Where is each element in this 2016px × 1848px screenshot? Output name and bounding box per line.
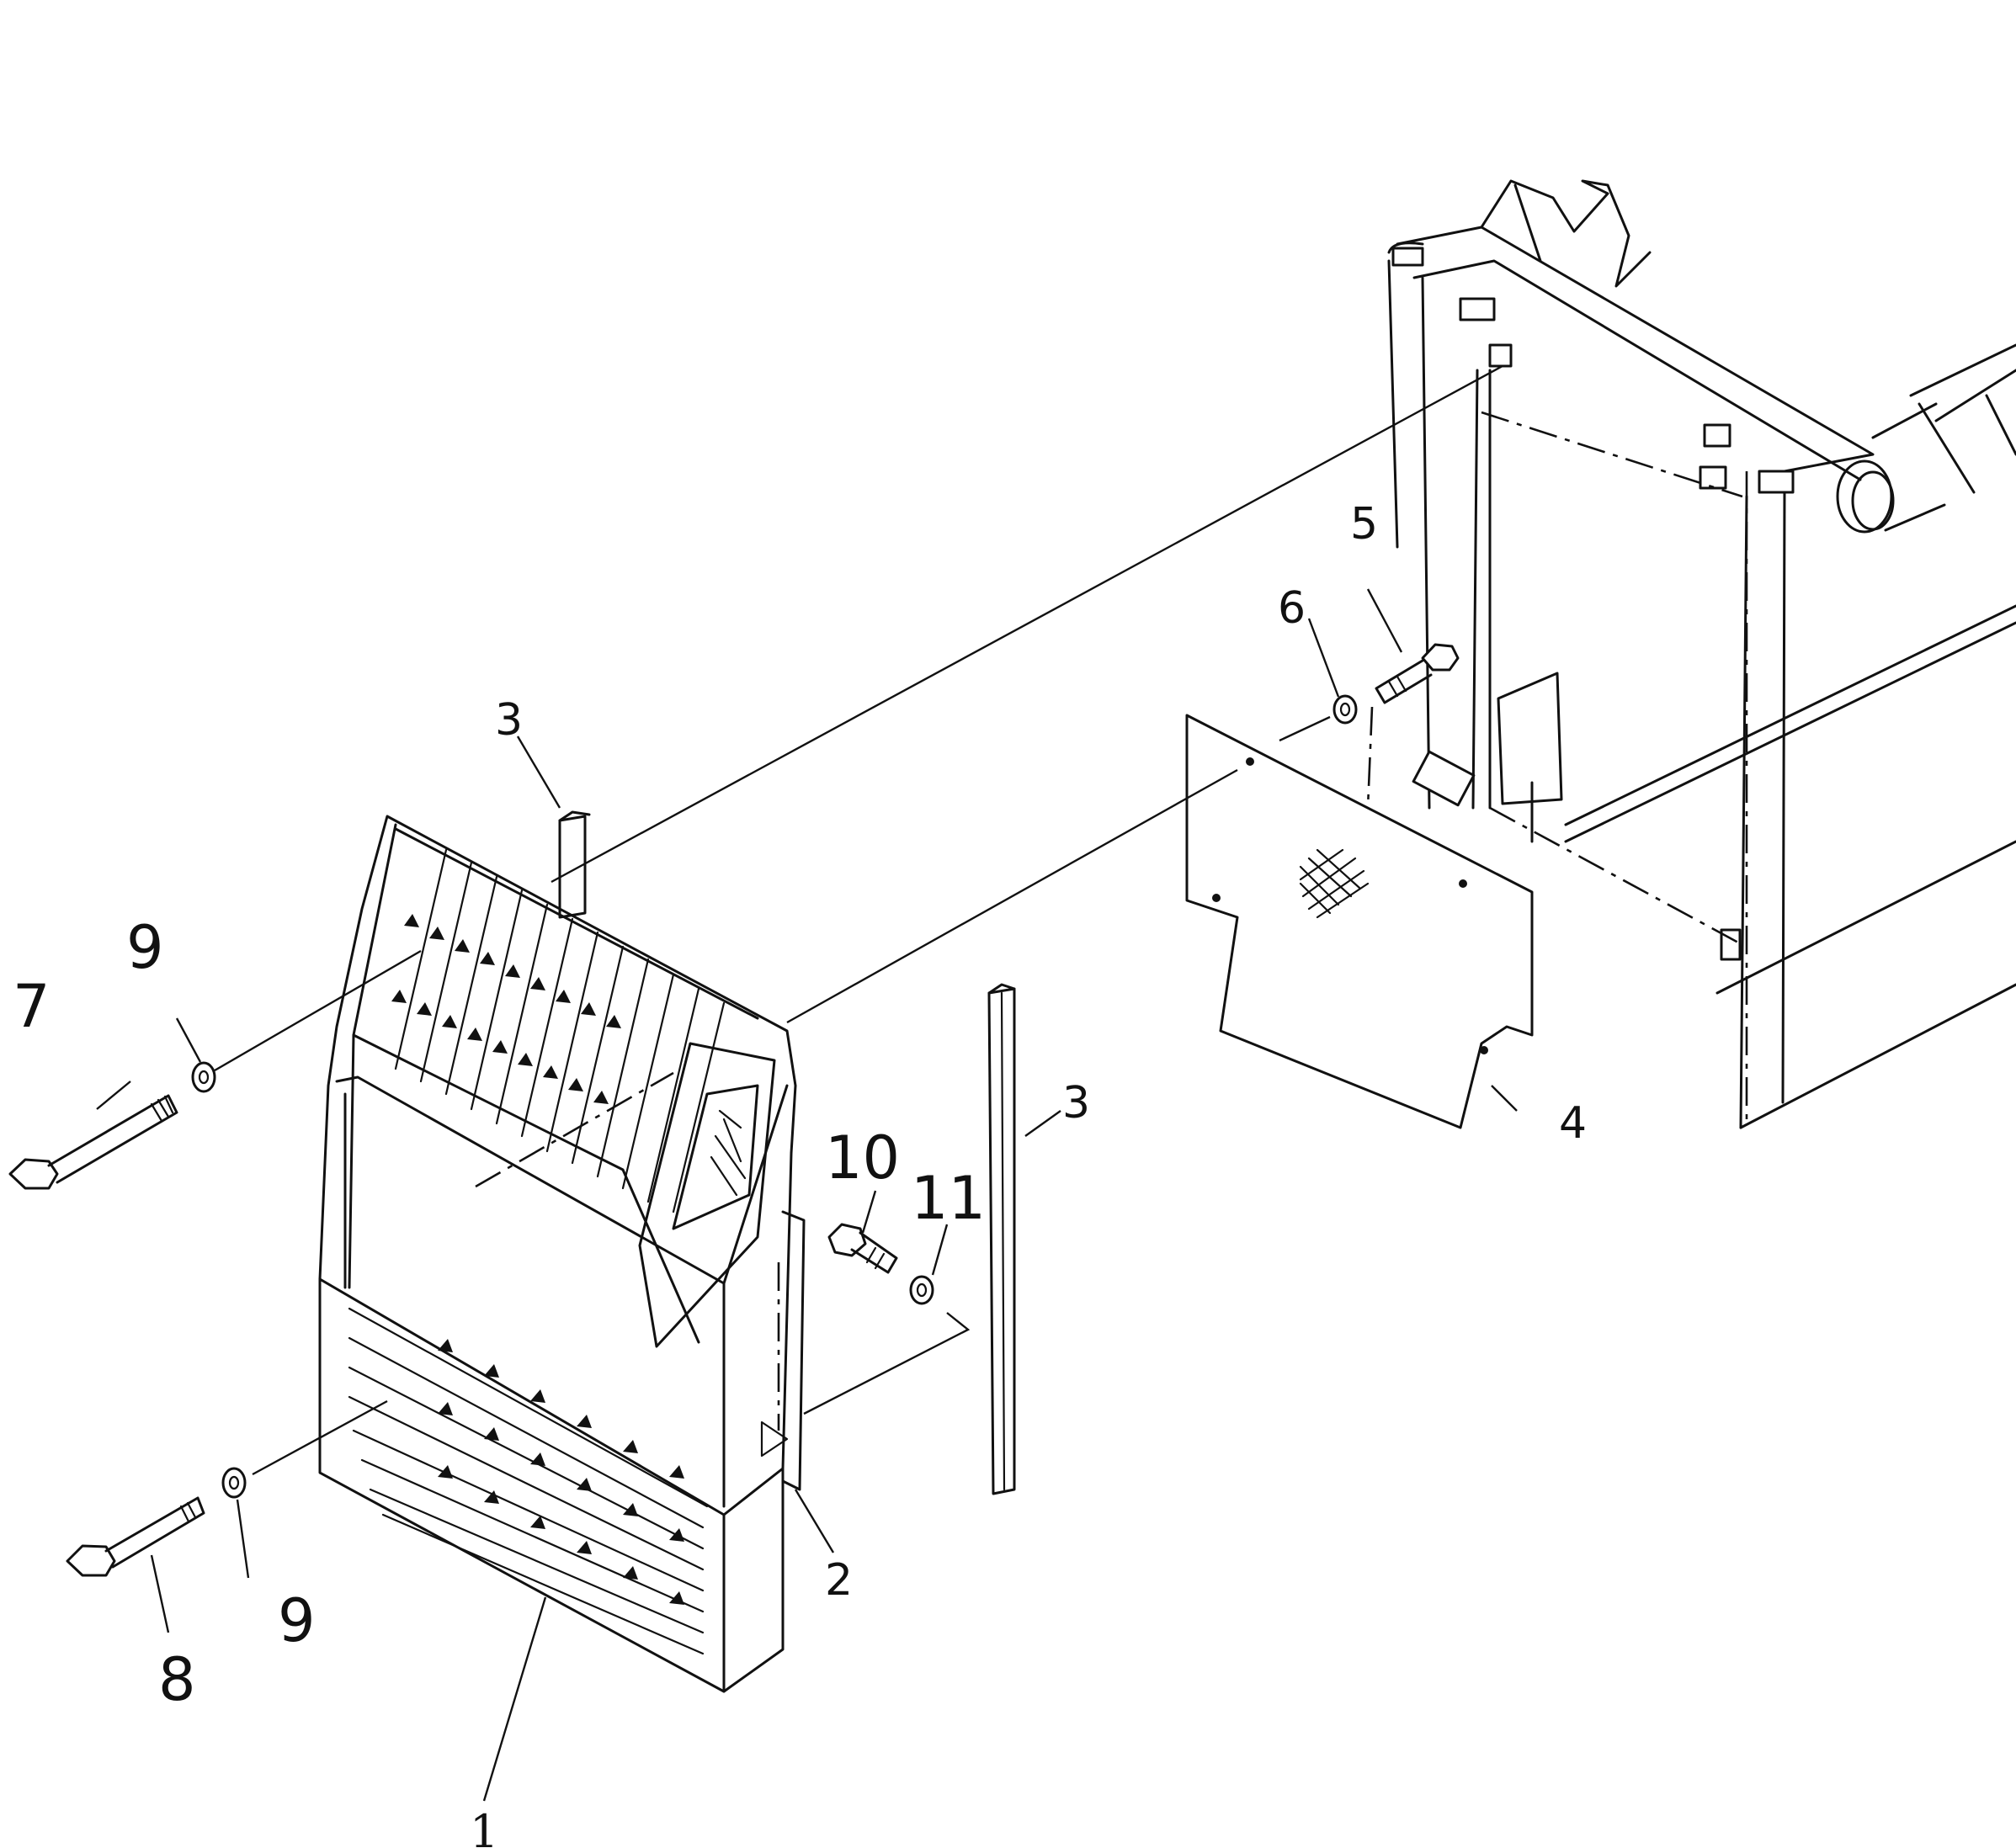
callout-7: 7 <box>13 972 51 1041</box>
callout-leaders <box>96 588 1518 1802</box>
bottom-vent-marks <box>438 1339 684 1605</box>
callout-labels: 1 2 3 3 4 5 6 7 8 9 9 10 11 <box>13 499 1587 1848</box>
callout-9-top: 9 <box>126 913 164 982</box>
part-5-bolt <box>1375 643 1460 704</box>
radiator-frame <box>1387 179 2016 1129</box>
part-4-cover-plate <box>1185 714 1534 1129</box>
part-3-seal-strip-right <box>987 983 1016 1495</box>
callout-3-left: 3 <box>495 695 523 746</box>
bottom-louvers <box>348 1307 709 1655</box>
callout-10: 10 <box>825 1123 900 1192</box>
callout-6: 6 <box>1278 583 1306 634</box>
callout-5: 5 <box>1350 499 1378 550</box>
part-7-long-bolt <box>8 1094 178 1190</box>
top-vent-marks <box>391 914 621 1104</box>
part-11-washer <box>909 1275 934 1305</box>
callout-11: 11 <box>911 1164 986 1233</box>
part-6-washer <box>1332 694 1358 725</box>
callout-8: 8 <box>158 1645 196 1714</box>
mesh-pattern <box>1299 848 1370 919</box>
part-10-bolt <box>827 1223 898 1274</box>
callout-4: 4 <box>1559 1098 1587 1149</box>
callout-2: 2 <box>825 1555 853 1606</box>
part-8-short-bolt <box>66 1496 205 1577</box>
assembly-lines <box>214 364 1503 1476</box>
part-1-front-grille <box>318 815 806 1693</box>
callout-3-right: 3 <box>1062 1078 1090 1128</box>
callout-9-bottom: 9 <box>278 1586 316 1655</box>
part-3-seal-strip-left <box>558 810 591 919</box>
top-fins <box>394 848 726 1213</box>
part-9-washer-bottom <box>221 1467 247 1499</box>
callout-1: 1 <box>470 1805 498 1848</box>
part-9-washer-top <box>191 1061 216 1093</box>
